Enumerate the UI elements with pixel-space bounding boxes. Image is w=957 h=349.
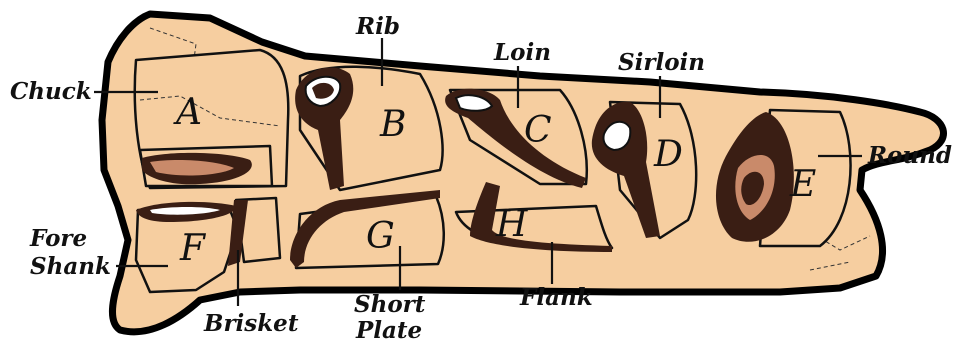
label-round: Round (867, 142, 952, 169)
label-fore: Fore (29, 225, 87, 252)
cut-brisket (228, 198, 280, 266)
cut-letter-h: H (495, 204, 528, 245)
label-plate: Plate (355, 317, 422, 344)
label-sirloin: Sirloin (618, 49, 705, 76)
label-flank: Flank (519, 284, 593, 311)
cut-letter-g: G (366, 216, 395, 257)
cut-letter-b: B (379, 104, 406, 145)
label-rib: Rib (355, 13, 400, 40)
cut-letter-f: F (179, 228, 207, 269)
cut-letter-c: C (524, 110, 552, 151)
label-loin: Loin (493, 39, 551, 66)
label-brisket: Brisket (203, 310, 299, 337)
cut-letter-d: D (653, 134, 683, 175)
label-short: Short (354, 291, 426, 318)
cut-chuck (135, 50, 289, 188)
cut-letter-a: A (173, 92, 202, 133)
label-shank: Shank (30, 253, 111, 280)
cut-letter-e: E (789, 164, 816, 205)
label-chuck: Chuck (10, 78, 92, 105)
